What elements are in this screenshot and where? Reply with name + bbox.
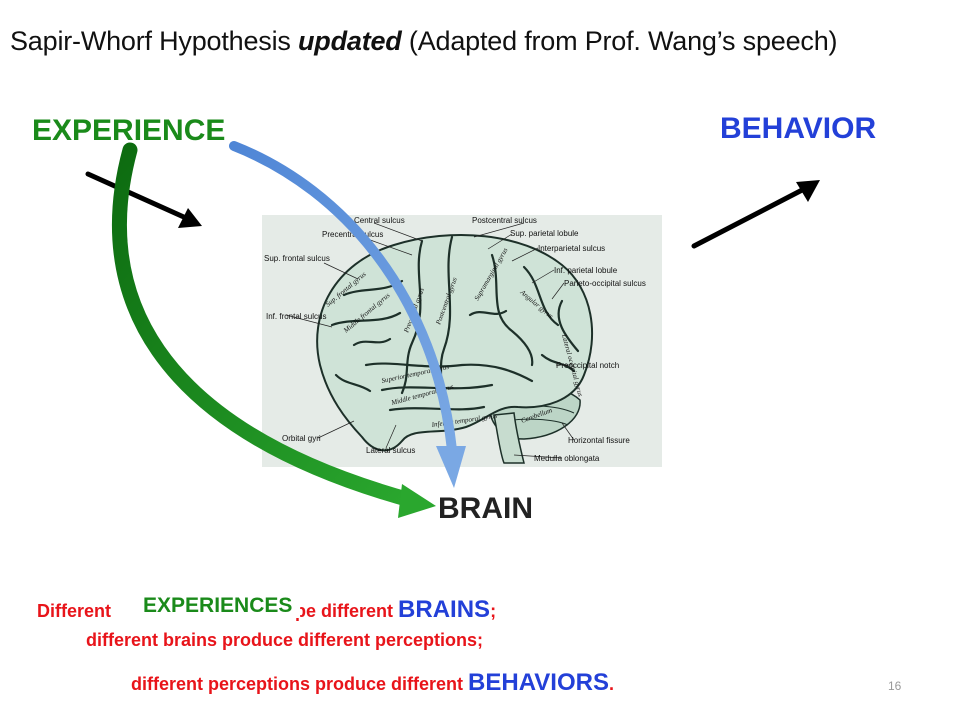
line1-end: ; bbox=[490, 601, 497, 621]
statement-line-2: different brains produce different perce… bbox=[86, 630, 484, 650]
line3-keyword: BEHAVIORS bbox=[468, 669, 609, 696]
brain-label-4: Interparietal sulcus bbox=[538, 244, 605, 253]
cerebrum-shape bbox=[316, 233, 594, 452]
brain-label-3: Sup. parietal lobule bbox=[510, 229, 579, 238]
brain-label-9: Preoccipital notch bbox=[556, 361, 619, 370]
leader-lines bbox=[285, 222, 575, 459]
title-part-2: (Adapted from Prof. Wang’s speech) bbox=[401, 26, 838, 56]
brain-label-11: Horizontal fissure bbox=[568, 436, 630, 445]
brain-label-1: Postcentral sulcus bbox=[472, 216, 537, 225]
line1-keyword: BRAINS bbox=[398, 596, 491, 623]
brain-figure: Central sulcus Postcentral sulcus Precen… bbox=[262, 215, 662, 467]
brain-label-6: Inf. parietal lobule bbox=[554, 266, 618, 275]
title-emphasis: updated bbox=[298, 26, 402, 56]
brain-label-7: Parieto-occipital sulcus bbox=[564, 279, 646, 288]
brain-label-8: Inf. frontal sulcus bbox=[266, 312, 326, 321]
statement-line-3: different perceptions produce different … bbox=[131, 669, 614, 697]
brain-label-12: Lateral sulcus bbox=[366, 446, 415, 455]
brain-label: BRAIN bbox=[438, 492, 533, 525]
brain-label-0: Central sulcus bbox=[354, 216, 405, 225]
slide-title: Sapir-Whorf Hypothesis updated (Adapted … bbox=[10, 26, 838, 57]
title-part-1: Sapir-Whorf Hypothesis bbox=[10, 26, 298, 56]
behavior-arrow bbox=[691, 180, 820, 249]
experience-arrow bbox=[85, 171, 202, 228]
line1-start: Different bbox=[37, 601, 112, 621]
line3-end: . bbox=[608, 674, 614, 694]
line3-start: different perceptions produce different bbox=[131, 674, 469, 694]
brain-label-10: Orbital gyri bbox=[282, 434, 321, 443]
brainstem-shape bbox=[493, 412, 525, 464]
brain-label-13: Medulla oblongata bbox=[534, 454, 600, 463]
page-number: 16 bbox=[888, 679, 902, 693]
experiences-overlay: EXPERIENCES bbox=[135, 594, 301, 618]
blue-curved-arrow bbox=[229, 141, 466, 488]
brain-label-2: Precentral sulcus bbox=[322, 230, 383, 239]
green-curved-arrow bbox=[111, 142, 436, 518]
experience-label: EXPERIENCE bbox=[32, 114, 226, 147]
behavior-label: BEHAVIOR bbox=[720, 112, 877, 145]
brain-label-5: Sup. frontal sulcus bbox=[264, 254, 330, 263]
